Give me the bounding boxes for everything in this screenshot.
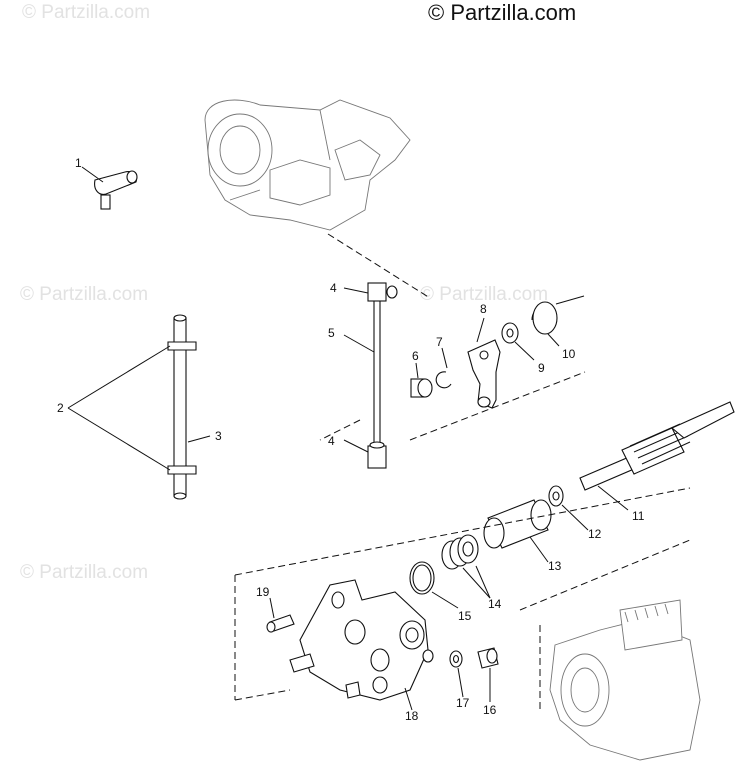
watermark-center: © Partzilla.com — [420, 284, 548, 305]
part-5-rod — [373, 299, 381, 451]
watermark-bottom-left: © Partzilla.com — [20, 562, 148, 583]
part-1-fitting — [94, 170, 138, 210]
callout-13: 13 — [548, 559, 562, 573]
callout-18: 18 — [405, 709, 419, 723]
part-4-rod-end-top — [367, 282, 398, 302]
callout-5: 5 — [328, 326, 335, 340]
part-15-o-ring — [409, 561, 435, 595]
callout-2: 2 — [57, 401, 64, 415]
part-9-washer — [501, 322, 519, 344]
crankcase-bottom — [549, 599, 701, 761]
callout-1: 1 — [75, 156, 82, 170]
part-12-washer — [548, 485, 564, 507]
callout-10: 10 — [562, 347, 576, 361]
part-7-clip — [435, 371, 452, 389]
callout-6: 6 — [412, 349, 419, 363]
callout-7: 7 — [436, 335, 443, 349]
callout-3: 3 — [215, 429, 222, 443]
part-4-rod-end-bottom — [367, 441, 387, 469]
watermark-left: © Partzilla.com — [20, 284, 148, 305]
part-19-screw — [266, 614, 295, 633]
callout-14: 14 — [488, 597, 502, 611]
copyright-notice: © Partzilla.com — [428, 0, 576, 25]
pump-assembly-guide — [234, 487, 691, 701]
housing-guide-line — [327, 233, 431, 299]
part-2-clamps — [167, 341, 197, 475]
part-10-spring — [531, 295, 585, 335]
callout-9: 9 — [538, 361, 545, 375]
callout-16: 16 — [483, 703, 497, 717]
callout-4-bottom: 4 — [328, 434, 335, 448]
part-3-hose — [173, 314, 187, 500]
part-6-bushing — [410, 378, 433, 398]
callout-11: 11 — [632, 509, 645, 523]
callout-19: 19 — [256, 585, 270, 599]
part-16-bolt — [477, 647, 499, 669]
part-11-shaft — [579, 401, 735, 491]
leader-lines — [67, 166, 629, 711]
watermark-top-left: © Partzilla.com — [22, 2, 150, 23]
part-18-oil-pump — [289, 579, 434, 701]
callout-17: 17 — [456, 696, 470, 710]
part-13-sleeve — [483, 499, 552, 549]
part-17-washer — [449, 650, 463, 668]
callout-labels: 1 2 3 4 5 4 6 7 8 9 10 11 12 13 14 15 16… — [57, 156, 645, 723]
part-14-seals — [441, 534, 479, 570]
callout-8: 8 — [480, 302, 487, 316]
part-8-lever — [467, 339, 501, 409]
callout-15: 15 — [458, 609, 472, 623]
linkage-guide — [319, 371, 586, 441]
callout-4-top: 4 — [330, 281, 337, 295]
callout-12: 12 — [588, 527, 602, 541]
crankcase-housing — [204, 99, 411, 231]
